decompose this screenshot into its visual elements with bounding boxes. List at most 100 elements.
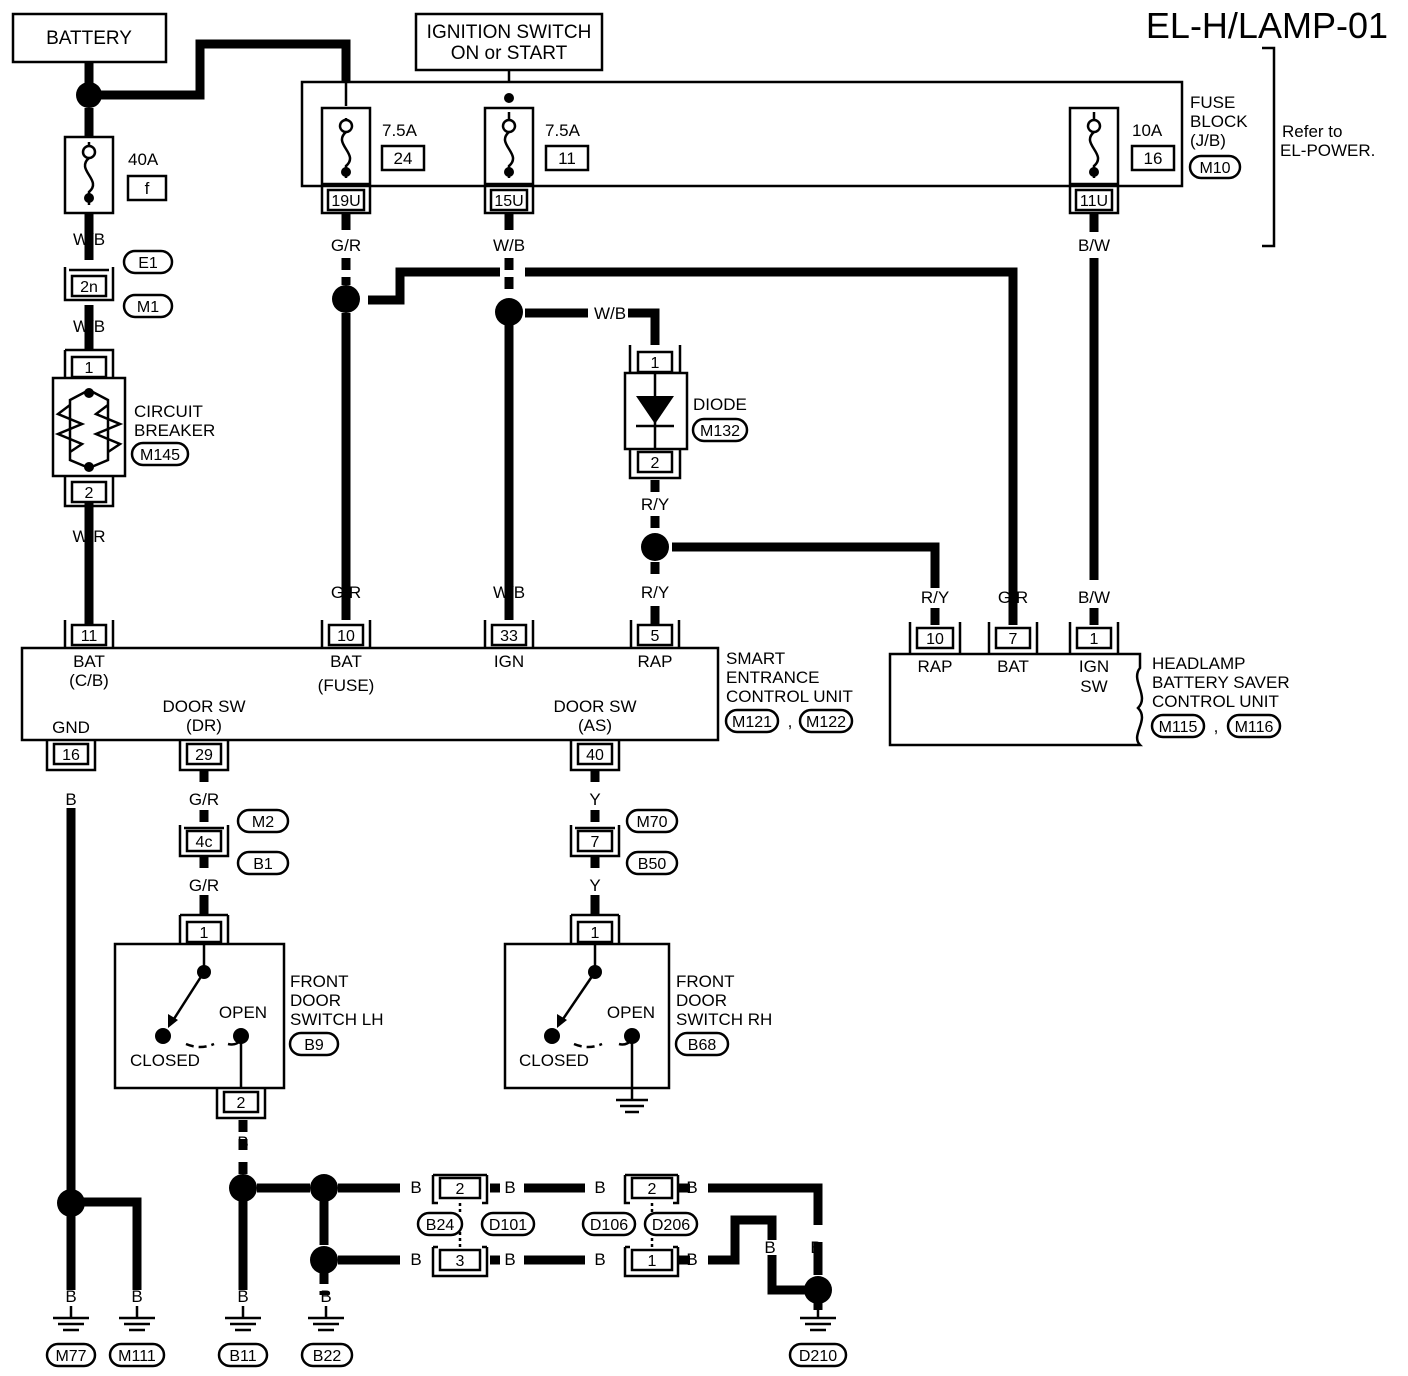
svg-text:BAT: BAT	[997, 657, 1029, 676]
svg-text:10A: 10A	[1132, 121, 1163, 140]
svg-text:40A: 40A	[128, 150, 159, 169]
svg-text:B11: B11	[229, 1348, 256, 1365]
svg-text:SWITCH RH: SWITCH RH	[676, 1010, 772, 1029]
splices	[57, 82, 832, 1304]
connector-4c: B G/R 4c M2 B1 G/R	[65, 790, 290, 895]
svg-text:SW: SW	[1080, 677, 1107, 696]
svg-text:CLOSED: CLOSED	[130, 1051, 200, 1070]
svg-text:R/Y: R/Y	[921, 588, 949, 607]
svg-text:M145: M145	[140, 447, 180, 464]
svg-text:,: ,	[788, 712, 793, 731]
svg-text:B: B	[686, 1178, 697, 1197]
svg-text:ENTRANCE: ENTRANCE	[726, 668, 820, 687]
svg-text:B: B	[65, 1287, 76, 1306]
front-door-switch-lh: 1 OPEN CLOSED 2 FRONT DOOR SWITCH LH B9 …	[113, 913, 384, 1152]
svg-text:1: 1	[85, 360, 94, 377]
svg-text:B9: B9	[304, 1037, 324, 1054]
ground-symbols: B M77 B M111 B B11 B B22 D210	[45, 1287, 848, 1368]
svg-text:ON or START: ON or START	[451, 43, 568, 64]
svg-text:Refer to: Refer to	[1282, 122, 1342, 141]
svg-text:G/R: G/R	[189, 790, 219, 809]
svg-text:2: 2	[237, 1095, 246, 1112]
svg-text:(C/B): (C/B)	[69, 671, 109, 690]
svg-text:24: 24	[394, 149, 413, 168]
svg-text:GND: GND	[52, 718, 90, 737]
svg-text:EL-POWER.: EL-POWER.	[1280, 141, 1375, 160]
svg-text:16: 16	[1144, 149, 1163, 168]
svg-text:M116: M116	[1235, 719, 1274, 736]
svg-text:CIRCUIT: CIRCUIT	[134, 402, 203, 421]
svg-text:1: 1	[591, 925, 600, 942]
ignition-switch: IGNITION SWITCH ON or START	[414, 12, 604, 72]
svg-text:11: 11	[81, 628, 98, 645]
svg-text:B/W: B/W	[1078, 236, 1110, 255]
svg-text:B: B	[504, 1250, 515, 1269]
svg-text:CONTROL UNIT: CONTROL UNIT	[726, 687, 853, 706]
svg-text:B: B	[65, 790, 76, 809]
svg-text:40: 40	[586, 747, 604, 764]
wires	[66, 39, 1099, 1310]
svg-text:B/W: B/W	[1078, 588, 1110, 607]
svg-text:(DR): (DR)	[186, 716, 222, 735]
svg-text:CLOSED: CLOSED	[519, 1051, 589, 1070]
svg-text:W/B: W/B	[73, 317, 105, 336]
svg-text:FRONT: FRONT	[676, 972, 735, 991]
svg-text:DIODE: DIODE	[693, 395, 747, 414]
svg-text:CONTROL UNIT: CONTROL UNIT	[1152, 692, 1279, 711]
svg-text:B68: B68	[688, 1037, 717, 1054]
svg-text:M121: M121	[732, 714, 772, 731]
svg-text:M77: M77	[55, 1348, 86, 1365]
svg-text:W/B: W/B	[493, 583, 525, 602]
fusible-link: 40A f W/B	[63, 135, 168, 249]
svg-text:B24: B24	[426, 1217, 455, 1234]
svg-text:B: B	[764, 1238, 775, 1257]
svg-text:B: B	[320, 1287, 331, 1306]
svg-text:1: 1	[200, 925, 209, 942]
svg-text:OPEN: OPEN	[607, 1003, 655, 1022]
page-code: EL-H/LAMP-01	[1146, 5, 1388, 46]
svg-text:29: 29	[195, 747, 213, 764]
svg-text:1: 1	[651, 355, 660, 372]
wire-labels-top: G/R W/B B/W W/B	[331, 236, 1110, 323]
svg-text:1: 1	[1090, 631, 1099, 648]
svg-text:B: B	[594, 1250, 605, 1269]
svg-text:19U: 19U	[331, 193, 360, 210]
smart-entrance-control-unit: G/R W/B R/Y 11 BAT (C/B) 10 BAT (FUSE) 3…	[20, 583, 854, 772]
svg-text:(FUSE): (FUSE)	[318, 676, 375, 695]
svg-text:RAP: RAP	[918, 657, 953, 676]
svg-text:G/R: G/R	[331, 583, 361, 602]
svg-text:4c: 4c	[196, 834, 213, 851]
battery-label: BATTERY	[46, 28, 132, 49]
svg-text:D106: D106	[590, 1217, 628, 1234]
ground-connectors: B B 2 B24 D101 B B 3 B B 2 D106 D206 B B…	[410, 1173, 822, 1278]
headlamp-battery-saver-unit: R/Y G/R B/W 10 RAP 7 BAT 1 IGN SW HEADLA…	[888, 588, 1290, 747]
svg-text:DOOR: DOOR	[676, 991, 727, 1010]
svg-text:B: B	[810, 1238, 821, 1257]
svg-text:Y: Y	[589, 790, 600, 809]
svg-text:D101: D101	[489, 1217, 527, 1234]
svg-text:2n: 2n	[80, 279, 98, 296]
battery: BATTERY	[11, 12, 168, 64]
svg-text:M1: M1	[137, 299, 159, 316]
svg-text:(J/B): (J/B)	[1190, 131, 1226, 150]
svg-text:W/B: W/B	[493, 236, 525, 255]
svg-text:Y: Y	[589, 876, 600, 895]
svg-text:7.5A: 7.5A	[382, 121, 418, 140]
svg-text:DOOR: DOOR	[290, 991, 341, 1010]
svg-text:FRONT: FRONT	[290, 972, 349, 991]
svg-text:W/B: W/B	[594, 304, 626, 323]
svg-text:B1: B1	[253, 856, 273, 873]
svg-text:2: 2	[456, 1181, 465, 1198]
svg-text:R/Y: R/Y	[641, 583, 669, 602]
svg-text:3: 3	[456, 1253, 465, 1270]
svg-text:W/R: W/R	[72, 527, 105, 546]
connector-2n: 2n E1 M1 W/B	[63, 249, 174, 336]
svg-text:SMART: SMART	[726, 649, 785, 668]
svg-text:M132: M132	[700, 423, 740, 440]
connector-7: Y 7 M70 B50 Y	[569, 790, 679, 895]
svg-text:B: B	[237, 1133, 248, 1152]
svg-text:10: 10	[337, 628, 355, 645]
svg-text:33: 33	[500, 628, 518, 645]
svg-text:10: 10	[926, 631, 944, 648]
